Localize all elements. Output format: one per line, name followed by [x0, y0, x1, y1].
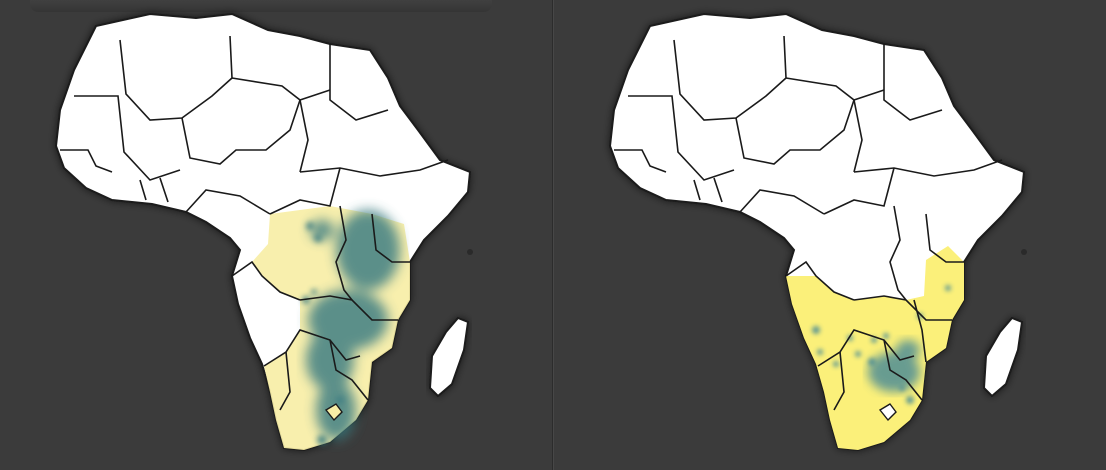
island-dot	[467, 249, 473, 255]
occurrence-points	[302, 222, 344, 445]
madagascar	[982, 316, 1024, 398]
lesotho	[878, 403, 897, 422]
species-range-area	[786, 246, 964, 450]
country-borders	[614, 35, 1003, 411]
africa-continent	[608, 12, 1026, 452]
island-dot	[1021, 249, 1027, 255]
occurrence-points	[812, 285, 951, 404]
left-map-panel	[0, 0, 553, 470]
left-africa-map[interactable]	[0, 0, 553, 470]
madagascar	[428, 316, 470, 398]
species-density-layer	[306, 210, 400, 440]
africa-continent	[54, 12, 472, 452]
lesotho	[324, 403, 343, 422]
right-africa-map[interactable]	[554, 0, 1106, 470]
country-borders	[60, 35, 449, 411]
right-map-panel	[553, 0, 1106, 470]
left-map-top-bar	[30, 0, 492, 12]
